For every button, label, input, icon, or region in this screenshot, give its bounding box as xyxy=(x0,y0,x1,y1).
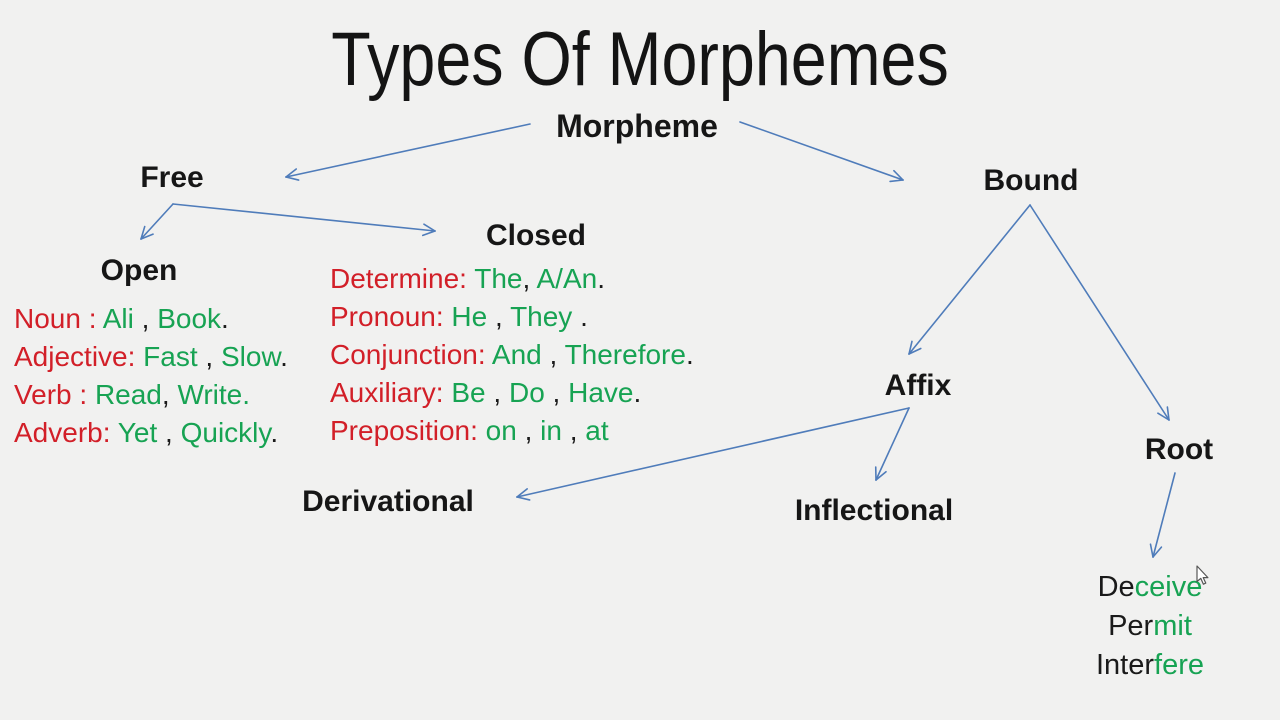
example-line: Permit xyxy=(1108,610,1192,642)
arrow-free-to-closed xyxy=(172,203,436,237)
arrow-affix-to-inflectional xyxy=(874,407,910,481)
node-morpheme: Morpheme xyxy=(556,108,718,144)
arrow-morpheme-to-free xyxy=(285,123,531,181)
node-closed: Closed xyxy=(485,219,587,252)
node-bound: Bound xyxy=(983,164,1079,197)
example-line: Pronoun: He , They . xyxy=(330,301,588,332)
example-line: Conjunction: And , Therefore. xyxy=(330,339,694,370)
arrow-morpheme-to-bound xyxy=(739,121,904,183)
example-line: Deceive xyxy=(1097,571,1203,603)
arrow-bound-to-root xyxy=(1029,204,1170,421)
arrow-root-to-root_examples xyxy=(1149,472,1176,558)
example-line: Auxiliary: Be , Do , Have. xyxy=(330,377,642,408)
example-line: Interfere xyxy=(1095,649,1205,681)
arrow-affix-to-derivational xyxy=(516,407,910,501)
example-line: Preposition: on , in , at xyxy=(330,415,609,446)
arrow-bound-to-affix xyxy=(908,204,1031,355)
node-affix: Affix xyxy=(884,369,952,402)
open-examples-list: Noun : Ali , Book. Adjective: Fast , Slow… xyxy=(14,300,288,452)
node-open: Open xyxy=(100,254,178,287)
node-root: Root xyxy=(1144,433,1214,466)
node-inflectional: Inflectional xyxy=(794,494,954,527)
example-line: Determine: The, A/An. xyxy=(330,263,605,294)
page-title: Types Of Morphemes xyxy=(331,17,949,102)
node-derivational: Derivational xyxy=(302,485,474,518)
example-line: Adjective: Fast , Slow. xyxy=(14,341,288,372)
example-line: Adverb: Yet , Quickly. xyxy=(14,417,279,448)
node-free: Free xyxy=(140,161,204,194)
closed-examples-list: Determine: The, A/An. Pronoun: He , They … xyxy=(330,260,694,450)
arrow-free-to-open xyxy=(140,203,174,240)
example-line: Verb : Read, Write. xyxy=(14,379,251,410)
example-line: Noun : Ali , Book. xyxy=(14,303,229,334)
